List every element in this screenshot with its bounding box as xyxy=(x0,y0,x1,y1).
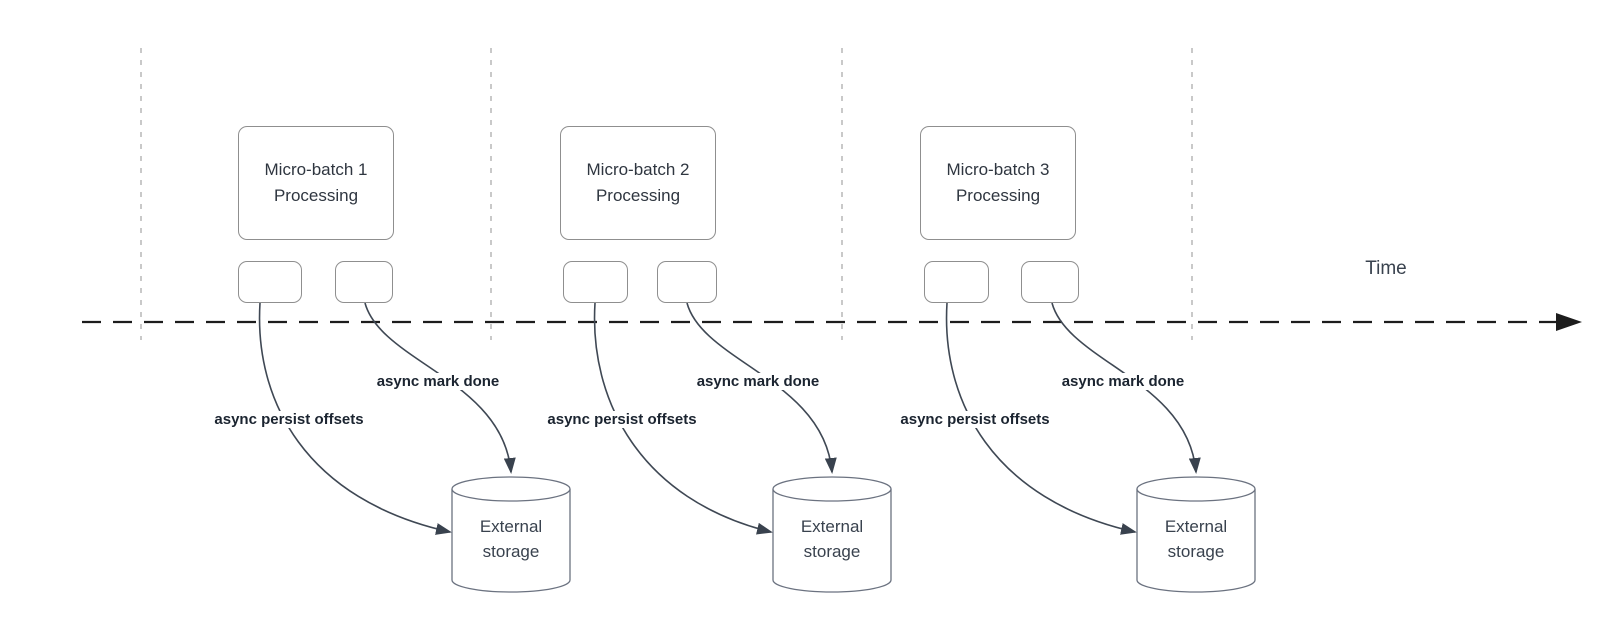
micro-batch-label-line2: Processing xyxy=(273,186,359,205)
persist-source-node-3 xyxy=(924,261,989,303)
done-source-node-2 xyxy=(657,261,717,303)
external-storage-line1: External xyxy=(1164,517,1228,536)
mark-done-label-2: async mark done xyxy=(693,373,823,390)
external-storage-cylinder-3 xyxy=(1136,476,1256,593)
micro-batch-box-1: Micro-batch 1 Processing xyxy=(238,126,394,240)
micro-batch-label-line1: Micro-batch 3 xyxy=(946,160,1050,179)
mark-done-label-3: async mark done xyxy=(1058,373,1188,390)
external-storage-cylinder-1 xyxy=(451,476,571,593)
mark-done-label-1: async mark done xyxy=(373,373,503,390)
persist-offsets-label-3: async persist offsets xyxy=(897,411,1053,428)
external-storage-line1: External xyxy=(800,517,864,536)
persist-offsets-arrow-2 xyxy=(593,302,773,535)
persist-offsets-label-2: async persist offsets xyxy=(544,411,700,428)
external-storage-line1: External xyxy=(479,517,543,536)
external-storage-label-3: External storage xyxy=(1137,514,1255,564)
done-source-node-3 xyxy=(1021,261,1079,303)
micro-batch-label-line1: Micro-batch 2 xyxy=(586,160,690,179)
external-storage-label-1: External storage xyxy=(452,514,570,564)
persist-offsets-arrow-3 xyxy=(945,302,1137,535)
external-storage-line2: storage xyxy=(482,542,540,561)
persist-offsets-arrow-1 xyxy=(258,302,452,535)
timeline-arrowhead-icon xyxy=(1556,313,1582,331)
persist-offsets-label-1: async persist offsets xyxy=(211,411,367,428)
micro-batch-label-line2: Processing xyxy=(595,186,681,205)
persist-source-node-1 xyxy=(238,261,302,303)
external-storage-line2: storage xyxy=(1167,542,1225,561)
external-storage-label-2: External storage xyxy=(773,514,891,564)
micro-batch-label-line1: Micro-batch 1 xyxy=(264,160,368,179)
time-axis-label: Time xyxy=(1365,258,1407,279)
micro-batch-box-3: Micro-batch 3 Processing xyxy=(920,126,1076,240)
persist-source-node-2 xyxy=(563,261,628,303)
done-source-node-1 xyxy=(335,261,393,303)
micro-batch-box-2: Micro-batch 2 Processing xyxy=(560,126,716,240)
external-storage-line2: storage xyxy=(803,542,861,561)
external-storage-cylinder-2 xyxy=(772,476,892,593)
micro-batch-label-line2: Processing xyxy=(955,186,1041,205)
